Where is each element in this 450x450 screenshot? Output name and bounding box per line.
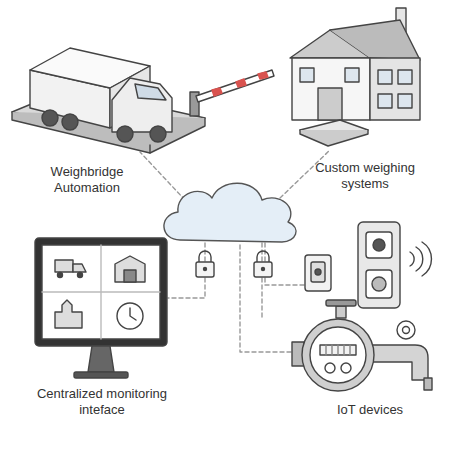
water-meter — [292, 300, 432, 391]
factory — [290, 8, 420, 146]
weighbridge — [12, 48, 274, 153]
monitor — [35, 238, 167, 378]
lock-icon — [196, 251, 272, 277]
dashed-link — [140, 150, 330, 352]
caption-label: Centralized monitoring inteface — [22, 386, 182, 418]
caption-label: Weighbridge Automation — [22, 164, 152, 196]
caption-label: IoT devices — [320, 402, 420, 418]
cloud — [164, 183, 296, 242]
caption-label: Custom weighing systems — [300, 160, 430, 192]
